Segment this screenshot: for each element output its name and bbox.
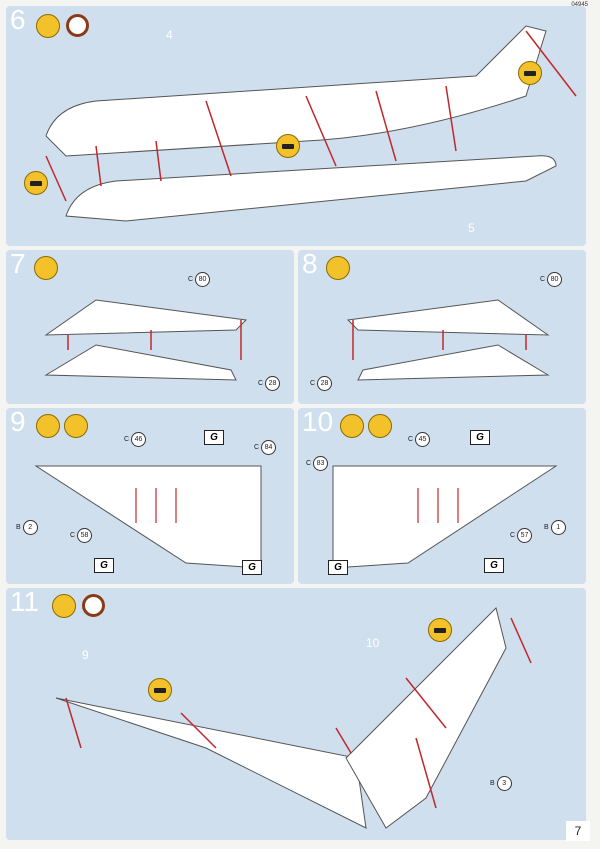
wing-part-drawing — [44, 299, 248, 381]
step-number: 11 — [10, 588, 40, 617]
tape-icon — [276, 134, 300, 158]
clock-icon — [66, 14, 89, 37]
glue-icon — [36, 14, 60, 38]
decal-g-flag: G — [328, 560, 348, 575]
page-number: 7 — [566, 821, 590, 841]
step-number: 10 — [302, 408, 334, 437]
glue-icon — [34, 256, 58, 280]
decal-g-flag: G — [94, 558, 114, 573]
glue-icon — [36, 414, 60, 438]
part-label-10: 10 — [366, 636, 380, 650]
decal-g-flag: G — [242, 560, 262, 575]
step-number: 7 — [10, 250, 26, 279]
tape-icon — [148, 678, 172, 702]
clock-icon — [82, 594, 105, 617]
step-number: 8 — [302, 250, 318, 279]
product-code: 04945 — [571, 2, 588, 8]
glue-icon — [52, 594, 76, 618]
wing-underside-drawing — [332, 465, 558, 569]
tape-icon — [428, 618, 452, 642]
decal-g-flag: G — [470, 430, 490, 445]
decal-g-flag: G — [484, 558, 504, 573]
step-number: 9 — [10, 408, 26, 437]
fuselage-drawing — [45, 25, 577, 222]
part-label-9: 9 — [82, 648, 89, 662]
tape-icon — [24, 171, 48, 195]
paintbrush-icon — [368, 414, 392, 438]
decal-g-flag: G — [204, 430, 224, 445]
paintbrush-icon — [64, 414, 88, 438]
wing-assembly-drawing — [55, 607, 532, 829]
part-label-4: 4 — [166, 28, 173, 42]
tape-icon — [518, 61, 542, 85]
step-6-panel: 6 4 5 — [6, 6, 586, 246]
glue-icon — [340, 414, 364, 438]
glue-icon — [326, 256, 350, 280]
wing-part-drawing — [346, 299, 550, 381]
step-number: 6 — [10, 6, 26, 35]
part-label-5: 5 — [468, 221, 475, 235]
wing-underside-drawing — [34, 465, 262, 569]
